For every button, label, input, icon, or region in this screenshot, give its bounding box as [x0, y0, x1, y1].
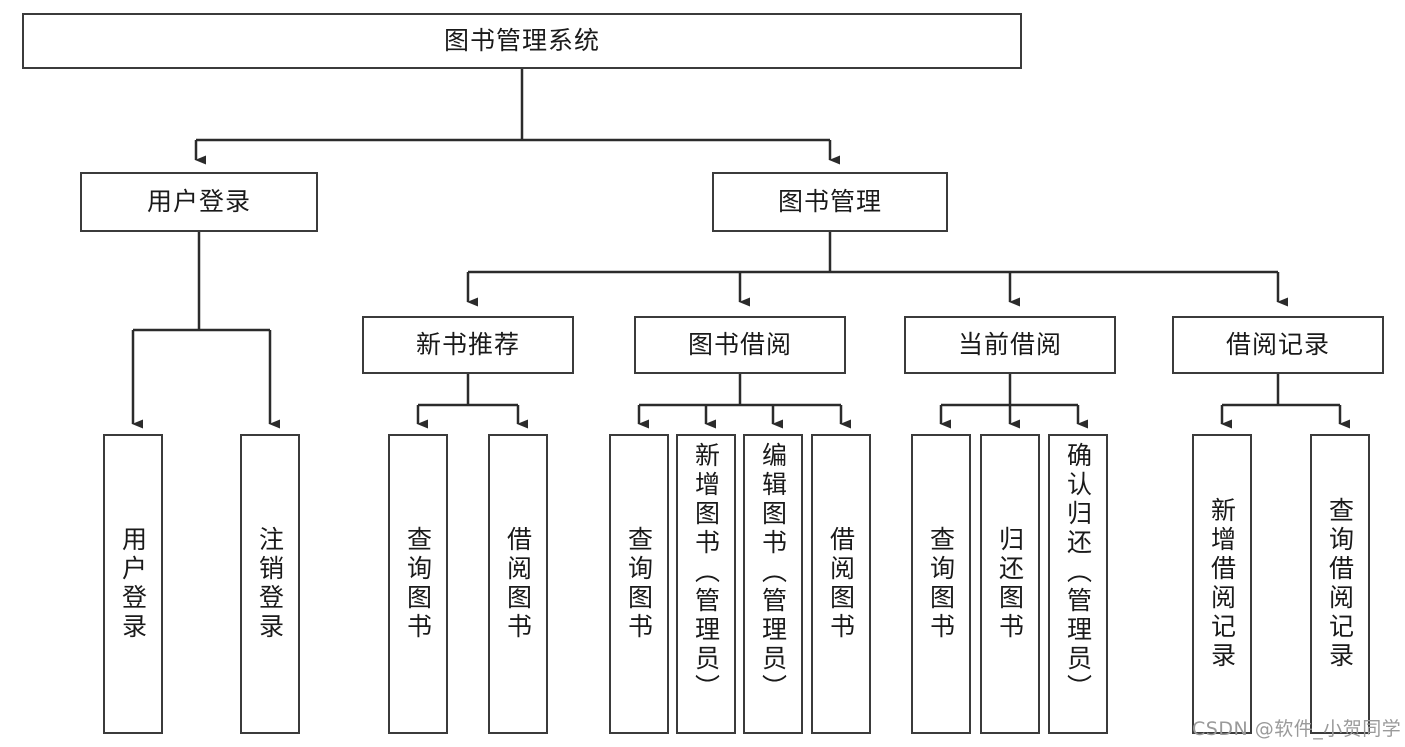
- node-label: 查询图书: [926, 526, 956, 642]
- node-label: 图书管理系统: [443, 26, 600, 56]
- leaf-borrow-book-recommend[interactable]: 借阅图书: [488, 434, 548, 734]
- node-root-book-management-system[interactable]: 图书管理系统: [22, 13, 1022, 69]
- node-label: 图书借阅: [687, 330, 792, 360]
- leaf-logout-login[interactable]: 注销登录: [240, 434, 300, 734]
- leaf-return-book[interactable]: 归还图书: [980, 434, 1040, 734]
- node-label: 查询图书: [624, 526, 654, 642]
- node-book-management[interactable]: 图书管理: [712, 172, 948, 232]
- leaf-add-book-admin[interactable]: 新增图书（管理员）: [676, 434, 736, 734]
- leaf-confirm-return-admin[interactable]: 确认归还（管理员）: [1048, 434, 1108, 734]
- leaf-query-borrow-record[interactable]: 查询借阅记录: [1310, 434, 1370, 734]
- node-label: 查询借阅记录: [1325, 497, 1355, 671]
- leaf-borrow-book-borrow[interactable]: 借阅图书: [811, 434, 871, 734]
- node-user-login[interactable]: 用户登录: [80, 172, 318, 232]
- leaf-query-book-recommend[interactable]: 查询图书: [388, 434, 448, 734]
- node-new-book-recommend[interactable]: 新书推荐: [362, 316, 574, 374]
- node-label: 用户登录: [118, 526, 148, 642]
- node-label: 借阅记录: [1225, 330, 1330, 360]
- leaf-query-book-borrow[interactable]: 查询图书: [609, 434, 669, 734]
- node-label: 借阅图书: [503, 526, 533, 642]
- node-label: 注销登录: [255, 526, 285, 642]
- node-label: 新书推荐: [415, 330, 520, 360]
- leaf-query-book-current[interactable]: 查询图书: [911, 434, 971, 734]
- node-label: 当前借阅: [957, 330, 1062, 360]
- node-label: 图书管理: [777, 187, 882, 217]
- node-label: 借阅图书: [826, 526, 856, 642]
- node-label: 归还图书: [995, 526, 1025, 642]
- node-label: 确认归还（管理员）: [1063, 442, 1093, 703]
- leaf-edit-book-admin[interactable]: 编辑图书（管理员）: [743, 434, 803, 734]
- node-label: 编辑图书（管理员）: [758, 442, 788, 703]
- node-label: 查询图书: [403, 526, 433, 642]
- node-label: 新增借阅记录: [1207, 497, 1237, 671]
- node-borrow-record[interactable]: 借阅记录: [1172, 316, 1384, 374]
- leaf-add-borrow-record[interactable]: 新增借阅记录: [1192, 434, 1252, 734]
- node-current-borrow[interactable]: 当前借阅: [904, 316, 1116, 374]
- leaf-user-login[interactable]: 用户登录: [103, 434, 163, 734]
- node-label: 新增图书（管理员）: [691, 442, 721, 703]
- node-book-borrow[interactable]: 图书借阅: [634, 316, 846, 374]
- node-label: 用户登录: [146, 187, 251, 217]
- csdn-watermark: CSDN @软件_小贺同学: [1192, 718, 1402, 740]
